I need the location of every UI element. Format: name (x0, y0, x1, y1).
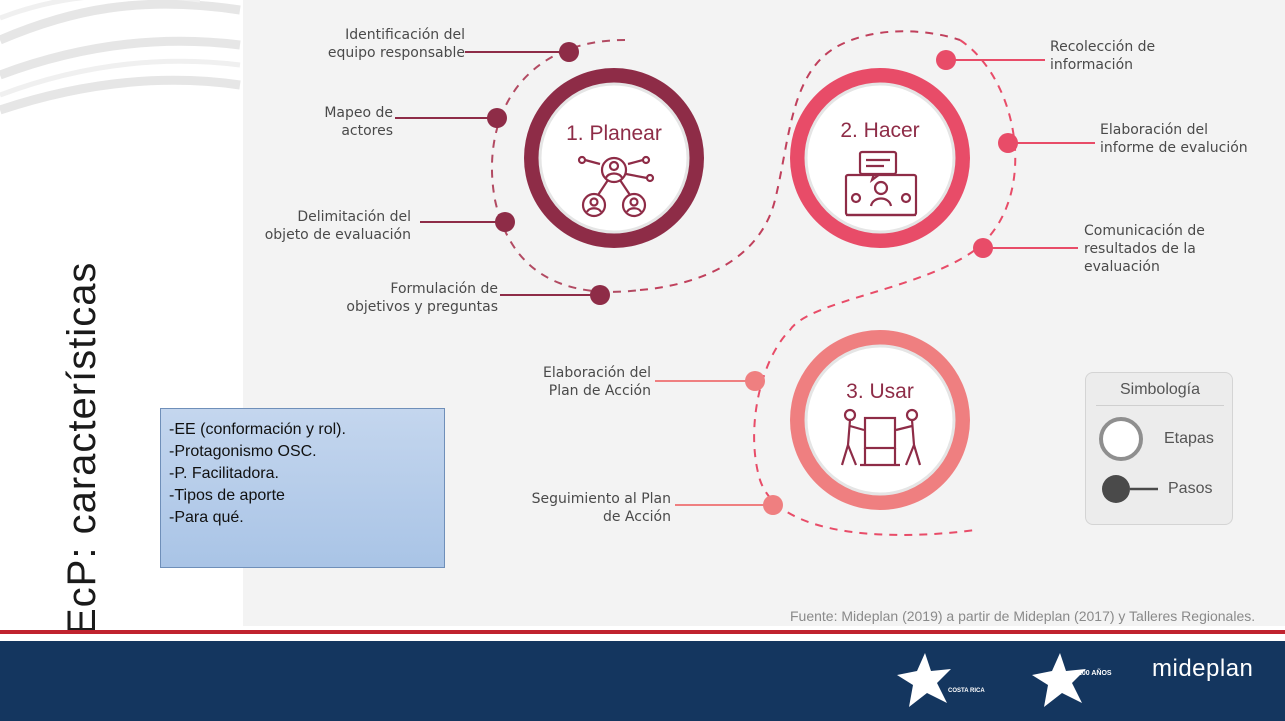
step-dot-icon (1102, 475, 1130, 503)
legend-stage-label: Etapas (1164, 430, 1214, 447)
mideplan-logo: mideplan (1152, 655, 1254, 682)
stage-label: 2. Hacer (840, 119, 919, 142)
stage-hacer: 2. Hacer (790, 68, 970, 248)
stage-label: 3. Usar (846, 380, 914, 403)
meeting-icon (844, 150, 918, 217)
teamwork-icon (840, 408, 922, 467)
legend-title: Simbología (1119, 381, 1201, 398)
step-dot (763, 495, 783, 515)
note-item: -Para qué. (169, 509, 244, 526)
step-dot (590, 285, 610, 305)
step-dot (495, 212, 515, 232)
legend-step-label: Pasos (1168, 480, 1213, 497)
stage-usar: 3. Usar (790, 330, 970, 510)
step-dot (973, 238, 993, 258)
step-dot (559, 42, 579, 62)
step-dot (998, 133, 1018, 153)
note-item: -Protagonismo OSC. (169, 443, 317, 460)
network-icon (577, 155, 655, 218)
decorative-swoosh (0, 0, 241, 115)
note-item: -Tipos de aporte (169, 487, 285, 504)
bicentennial-logo-icon (1032, 653, 1086, 707)
star-logo-icon (897, 653, 951, 707)
stage-label: 1. Planear (566, 122, 662, 145)
bicentennial-logo-text: 200 AÑOS (1078, 670, 1112, 677)
note-item: -EE (conformación y rol). (169, 421, 346, 438)
footer-stripe (0, 630, 1285, 634)
hacer-path (753, 39, 1017, 536)
process-diagram: 1. Planear 2. Hacer (395, 30, 1095, 536)
costa-rica-logo-text: COSTA RICA (948, 688, 985, 694)
legend: Simbología Etapas Pasos (1085, 372, 1233, 525)
step-dot (936, 50, 956, 70)
notes-box: -EE (conformación y rol). -Protagonismo … (160, 408, 445, 568)
step-dot (745, 371, 765, 391)
step-dot (487, 108, 507, 128)
stage-ring-icon (1099, 417, 1143, 461)
planear-path (491, 39, 641, 293)
slide-title: EcP: características (60, 261, 104, 635)
stage-planear: 1. Planear (524, 68, 704, 248)
footer-bar: COSTA RICA 200 AÑOS mideplan (0, 641, 1285, 721)
note-item: -P. Facilitadora. (169, 465, 279, 482)
source-note: Fuente: Mideplan (2019) a partir de Mide… (790, 608, 1256, 624)
